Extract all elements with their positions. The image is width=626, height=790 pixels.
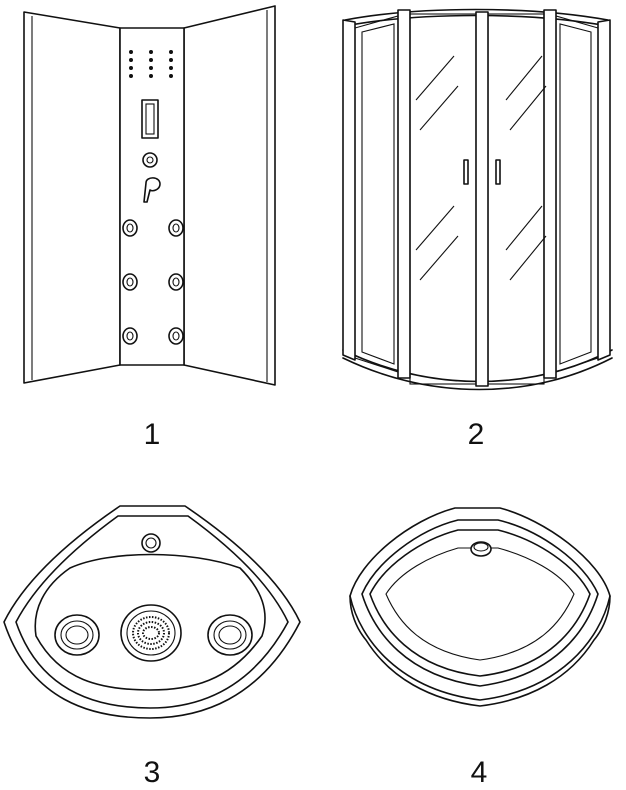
figure-3-label: 3 <box>143 756 161 789</box>
figure-1-label: 1 <box>143 418 161 451</box>
figure-4-label: 4 <box>470 756 488 789</box>
figure-2-label: 2 <box>467 418 485 451</box>
